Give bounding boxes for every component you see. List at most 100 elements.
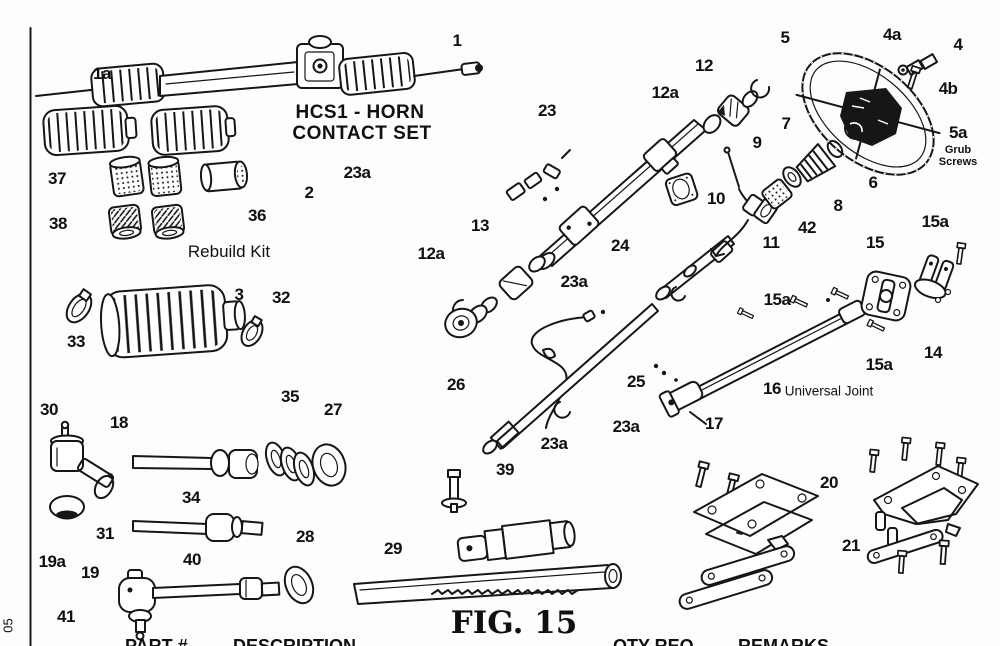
figure-number: FIG. 15 bbox=[450, 605, 578, 641]
boot-clamp-32 bbox=[240, 315, 264, 347]
rebuild-kit-caption: Rebuild Kit bbox=[187, 242, 271, 261]
part-label-42: 42 bbox=[798, 218, 816, 237]
part-label-20: 20 bbox=[820, 473, 838, 492]
seal-kit bbox=[264, 441, 347, 487]
lower-yoke bbox=[658, 380, 704, 418]
part-label-24: 24 bbox=[611, 236, 629, 255]
bolt-39 bbox=[441, 469, 467, 513]
grub-screws-caption-line2: Screws bbox=[938, 156, 978, 168]
part-label-12a: 12a bbox=[417, 244, 445, 263]
part-label-30: 30 bbox=[40, 400, 58, 419]
part-label-15a: 15a bbox=[921, 212, 949, 231]
horn-contact-set-title-line2: CONTACT SET bbox=[292, 123, 432, 144]
part-label-21: 21 bbox=[842, 536, 860, 555]
part-label-18: 18 bbox=[110, 413, 128, 432]
part-label-40: 40 bbox=[183, 550, 201, 569]
gasket-plate bbox=[664, 172, 699, 207]
table-header-description: DESCRIPTION bbox=[233, 636, 357, 646]
tie-rod-assembly-41 bbox=[118, 565, 315, 641]
part-label-5a: 5a bbox=[949, 123, 967, 142]
horn-contact-set-title-line1: HCS1 - HORN bbox=[295, 102, 425, 123]
wheel-bush-stack bbox=[761, 140, 844, 210]
uj-flange bbox=[860, 270, 912, 322]
mounting-plate-20 bbox=[678, 460, 819, 610]
table-header-remarks: REMARKS bbox=[738, 636, 830, 646]
part-label-4b: 4b bbox=[938, 79, 958, 98]
tie-rod-34 bbox=[132, 449, 259, 479]
steering-rack-assembly bbox=[35, 35, 483, 108]
rack-bushes bbox=[107, 155, 249, 240]
part-label-35: 35 bbox=[281, 387, 299, 406]
rack-bar bbox=[353, 563, 622, 605]
part-label-34: 34 bbox=[182, 488, 200, 507]
part-label-33: 33 bbox=[67, 332, 85, 351]
part-label-8: 8 bbox=[833, 196, 843, 215]
part-label-29: 29 bbox=[384, 539, 402, 558]
part-label-38: 38 bbox=[49, 214, 67, 233]
inner-column-shaft bbox=[482, 235, 735, 455]
mounting-plate-21 bbox=[866, 436, 979, 575]
universal-joint-assembly bbox=[600, 64, 967, 425]
worm-gear bbox=[456, 519, 576, 562]
part-label-4a: 4a bbox=[883, 25, 901, 44]
table-header-qty-req: QTY REQ bbox=[613, 636, 694, 646]
part-label-14: 14 bbox=[924, 343, 942, 362]
column-clamp-bracket bbox=[558, 205, 600, 246]
part-label-4: 4 bbox=[953, 35, 963, 54]
horn-contact-parts bbox=[710, 146, 779, 257]
part-label-12: 12 bbox=[695, 56, 713, 75]
part-label-27: 27 bbox=[324, 400, 342, 419]
part-label-3: 3 bbox=[234, 285, 244, 304]
part-label-5: 5 bbox=[780, 28, 790, 47]
large-bellows bbox=[99, 284, 246, 359]
part-label-15a: 15a bbox=[763, 290, 791, 309]
part-label-2: 2 bbox=[304, 183, 314, 202]
rack-boot-left bbox=[42, 104, 138, 157]
boot-clamp-33 bbox=[65, 288, 93, 324]
grub-screws-caption-line1: Grub bbox=[944, 144, 972, 156]
part-label-39: 39 bbox=[496, 460, 514, 479]
part-label-23a: 23a bbox=[560, 272, 588, 291]
part-label-1a: 1a bbox=[93, 64, 111, 83]
part-label-25: 25 bbox=[627, 372, 645, 391]
part-label-26: 26 bbox=[447, 375, 465, 394]
part-label-36: 36 bbox=[248, 206, 266, 225]
outer-column-tube bbox=[444, 119, 707, 339]
part-label-15: 15 bbox=[866, 233, 884, 252]
part-label-7: 7 bbox=[781, 114, 791, 133]
upper-yoke bbox=[913, 254, 955, 300]
inner-tie-rod-40 bbox=[132, 513, 264, 542]
table-header-part-number: PART # bbox=[125, 636, 188, 646]
part-label-15a: 15a bbox=[865, 355, 893, 374]
column-top-parts bbox=[702, 79, 771, 134]
part-label-23a: 23a bbox=[540, 434, 568, 453]
steering-wheel bbox=[795, 52, 941, 176]
part-label-31: 31 bbox=[96, 524, 114, 543]
part-label-19a: 19a bbox=[38, 552, 66, 571]
universal-joint-caption: Universal Joint bbox=[784, 383, 874, 399]
part-label-23a: 23a bbox=[343, 163, 371, 182]
part-label-11: 11 bbox=[762, 233, 780, 252]
part-label-1: 1 bbox=[452, 31, 462, 50]
part-label-37: 37 bbox=[48, 169, 66, 188]
part-label-6: 6 bbox=[868, 173, 878, 192]
upper-clamp-12a bbox=[642, 138, 679, 175]
part-label-23a: 23a bbox=[612, 417, 640, 436]
rack-boot-right bbox=[150, 105, 237, 156]
part-label-28: 28 bbox=[296, 527, 314, 546]
part-label-10: 10 bbox=[707, 189, 725, 208]
part-label-17: 17 bbox=[705, 414, 723, 433]
part-label-13: 13 bbox=[471, 216, 489, 235]
part-label-41: 41 bbox=[57, 607, 75, 626]
part-label-16: 16 bbox=[763, 379, 781, 398]
part-label-9: 9 bbox=[752, 133, 762, 152]
gasket-28 bbox=[283, 565, 315, 605]
part-label-19: 19 bbox=[81, 563, 99, 582]
part-label-23: 23 bbox=[538, 101, 556, 120]
part-label-32: 32 bbox=[272, 288, 290, 307]
tie-rod-end bbox=[49, 420, 115, 520]
grub-screws bbox=[897, 53, 939, 76]
part-label-12a: 12a bbox=[651, 83, 679, 102]
